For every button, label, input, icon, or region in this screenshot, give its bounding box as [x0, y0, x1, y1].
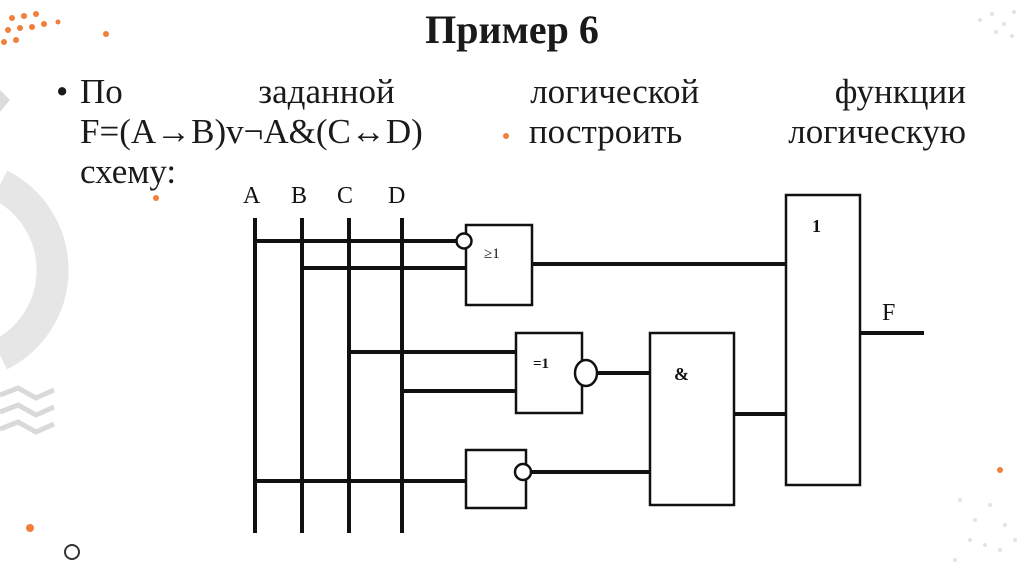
decorative-ring — [64, 544, 80, 560]
inverter-bubble-or — [455, 232, 473, 250]
decorative-chevron — [0, 385, 56, 401]
gate-final-label: 1 — [812, 216, 821, 236]
input-label-b: B — [291, 183, 307, 209]
gate-or — [464, 223, 534, 307]
gate-final-or — [784, 193, 862, 487]
input-label-a: A — [243, 183, 261, 209]
gate-and — [648, 331, 736, 507]
task-line-2: F=(A→B)v¬A&(C↔D) построить логическую — [80, 112, 966, 151]
decorative-chevron — [0, 402, 56, 418]
task-line-3: схему: — [80, 152, 177, 191]
input-label-c: C — [337, 183, 353, 209]
input-label-d: D — [388, 183, 405, 209]
inverter-bubble-not — [513, 462, 533, 482]
decorative-triangle — [0, 90, 10, 112]
decorative-gray-dots — [953, 10, 1017, 562]
task-description: По заданной логической функции F=(A→B)v¬… — [56, 72, 966, 192]
output-label-f: F — [882, 300, 895, 326]
gate-xor-label: =1 — [533, 356, 549, 372]
gate-xor — [514, 331, 584, 415]
decorative-dots — [1, 11, 1003, 532]
decorative-chevron — [0, 419, 56, 435]
bullet-marker: • — [56, 72, 69, 111]
gate-and-label: & — [674, 364, 689, 384]
gate-or-label: ≥1 — [484, 246, 500, 262]
task-line-1: По заданной логической функции — [80, 72, 966, 111]
decorative-arc — [0, 170, 69, 370]
page-title: Пример 6 — [425, 7, 599, 52]
inverter-bubble-xor — [573, 358, 599, 388]
